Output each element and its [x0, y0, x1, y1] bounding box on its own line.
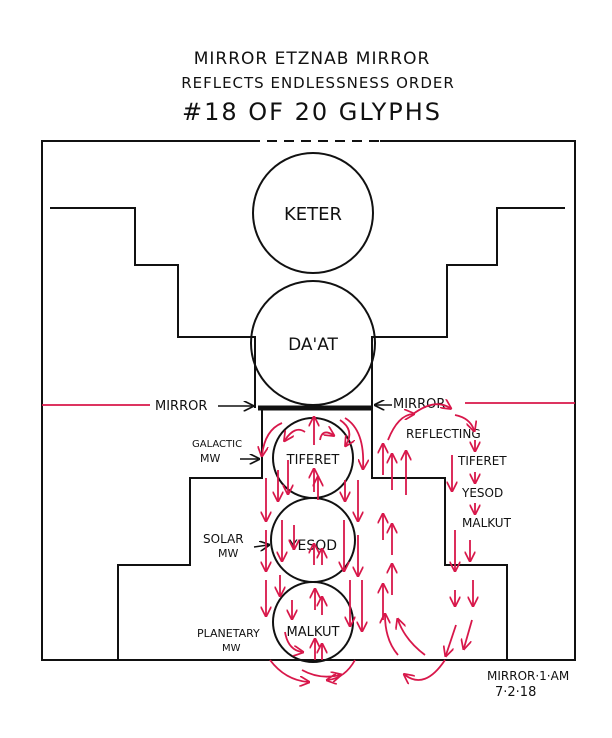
- daat-label: DA'AT: [288, 335, 338, 355]
- outer-frame: [41, 140, 576, 661]
- solar-label: SOLAR: [203, 532, 244, 546]
- lower-stairs: [117, 408, 508, 660]
- planetary-mw-label: MW: [222, 643, 241, 654]
- signature-date: 7·2·18: [495, 685, 536, 700]
- keter-label: KETER: [284, 204, 342, 225]
- yesod-label: YESOD: [288, 538, 337, 554]
- galactic-mw-label: MW: [200, 452, 220, 465]
- title-line-2: REFLECTS ENDLESSNESS ORDER: [181, 74, 455, 92]
- malkut-circle: [272, 581, 354, 663]
- galactic-label: GALACTIC: [192, 439, 242, 450]
- energy-flow-arrows: [262, 404, 475, 682]
- reflecting-yesod-label: YESOD: [461, 486, 503, 500]
- mirror-left-label: MIRROR: [155, 399, 207, 414]
- reflecting-label: REFLECTING: [406, 427, 481, 441]
- reflecting-tiferet-label: TIFERET: [457, 454, 507, 468]
- planetary-label: PLANETARY: [197, 627, 260, 640]
- sefirot-circles: [250, 152, 376, 663]
- mirror-right-label: MIRROR: [393, 397, 445, 412]
- title-line-3: #18 OF 20 GLYPHS: [182, 98, 442, 126]
- reflecting-malkut-label: MALKUT: [462, 516, 512, 530]
- upper-stairs: [50, 207, 565, 408]
- signature-name: MIRROR·1·AM: [487, 669, 569, 683]
- malkut-label: MALKUT: [287, 625, 340, 640]
- daat-circle: [250, 280, 376, 406]
- solar-mw-label: MW: [218, 547, 238, 560]
- tiferet-label: TIFERET: [286, 453, 340, 468]
- keter-circle: [252, 152, 374, 274]
- title-line-1: MIRROR ETZNAB MIRROR: [194, 49, 431, 69]
